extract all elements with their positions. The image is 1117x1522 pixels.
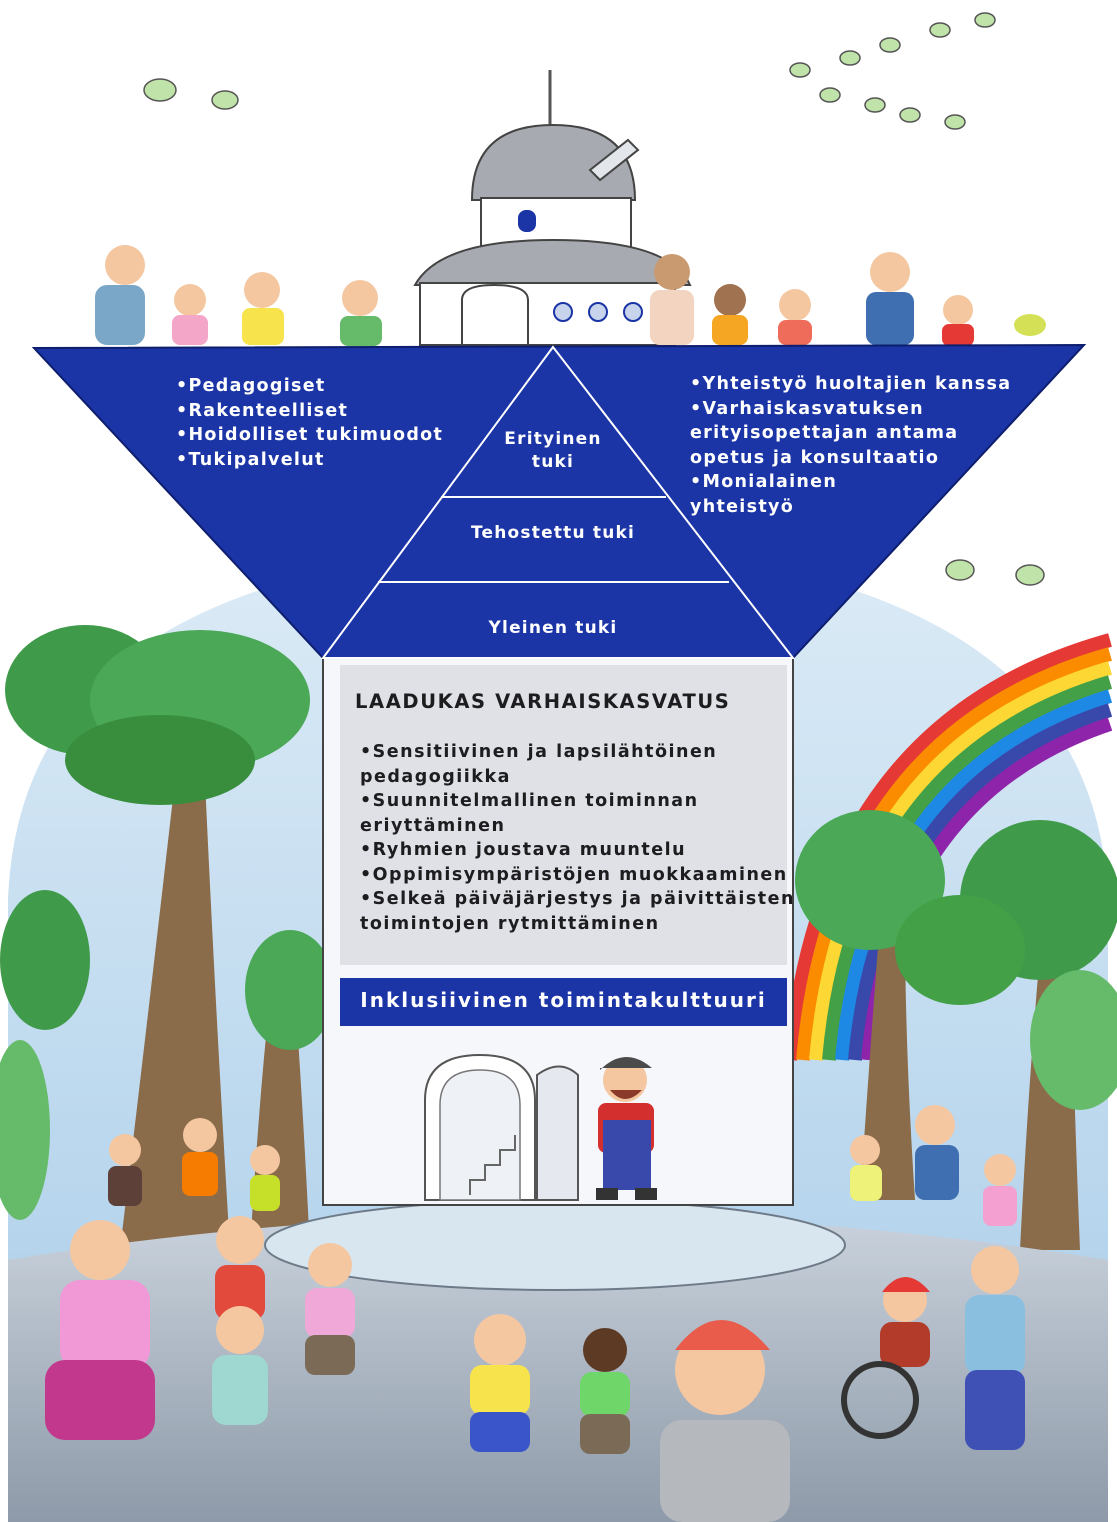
quality-heading: LAADUKAS VARHAISKASVATUS [355,690,731,713]
inclusive-culture-banner: Inklusiivinen toimintakulttuuri [360,988,767,1012]
cooperation-item: •Monialainen [690,472,838,492]
cooperation-item: erityisopettajan antama [690,423,959,443]
practice-line: pedagogiikka [360,766,511,787]
crowd [45,1105,1025,1522]
ground [8,1215,1108,1522]
tier-general-support: Yleinen tuki [488,618,618,638]
practice-line: •Suunnitelmallinen toiminnan [360,791,699,811]
cooperation-list: •Yhteistyö huoltajien kanssa •Varhaiskas… [690,372,1011,519]
doorway [424,1053,579,1201]
caretaker-figure [596,1056,657,1200]
practice-line: toimintojen rytmittäminen [360,913,660,934]
practice-line: eriyttäminen [360,815,506,836]
cooperation-item: •Yhteistyö huoltajien kanssa [690,374,1012,394]
cooperation-item: yhteistyö [690,496,795,517]
observatory [413,70,692,346]
support-pyramid [321,345,796,659]
practice-line: •Selkeä päiväjärjestys ja päivittäisten [360,889,795,909]
support-form-item: •Hoidolliset tukimuodot [176,425,444,445]
support-form-item: •Rakenteelliset [176,400,349,421]
practice-line: •Ryhmien joustava muuntelu [360,840,687,860]
round-platform [264,1199,846,1291]
trees-right [795,810,1117,1250]
support-form-item: •Tukipalvelut [176,449,325,470]
rainbow [783,633,1113,1061]
tier-special-support: Erityinen tuki [483,428,623,474]
tier-special-line1: Erityinen [504,429,602,449]
practice-line: •Oppimisympäristöjen muokkaaminen [360,864,788,885]
tier-special-line2: tuki [531,452,575,472]
practice-line: •Sensitiivinen ja lapsilähtöinen [360,742,718,762]
support-forms-list: •Pedagogiset •Rakenteelliset •Hoidollise… [176,374,443,472]
culture-banner-bg [340,978,787,1026]
cooperation-item: •Varhaiskasvatuksen [690,398,924,419]
support-form-item: •Pedagogiset [176,376,326,396]
tier-enhanced-support: Tehostettu tuki [470,523,636,543]
people-on-rim [95,245,1046,346]
birds [143,12,1045,586]
practices-panel [340,665,787,965]
quality-practices-list: •Sensitiivinen ja lapsilähtöinen pedagog… [360,740,795,936]
cooperation-item: opetus ja konsultaatio [690,447,940,468]
